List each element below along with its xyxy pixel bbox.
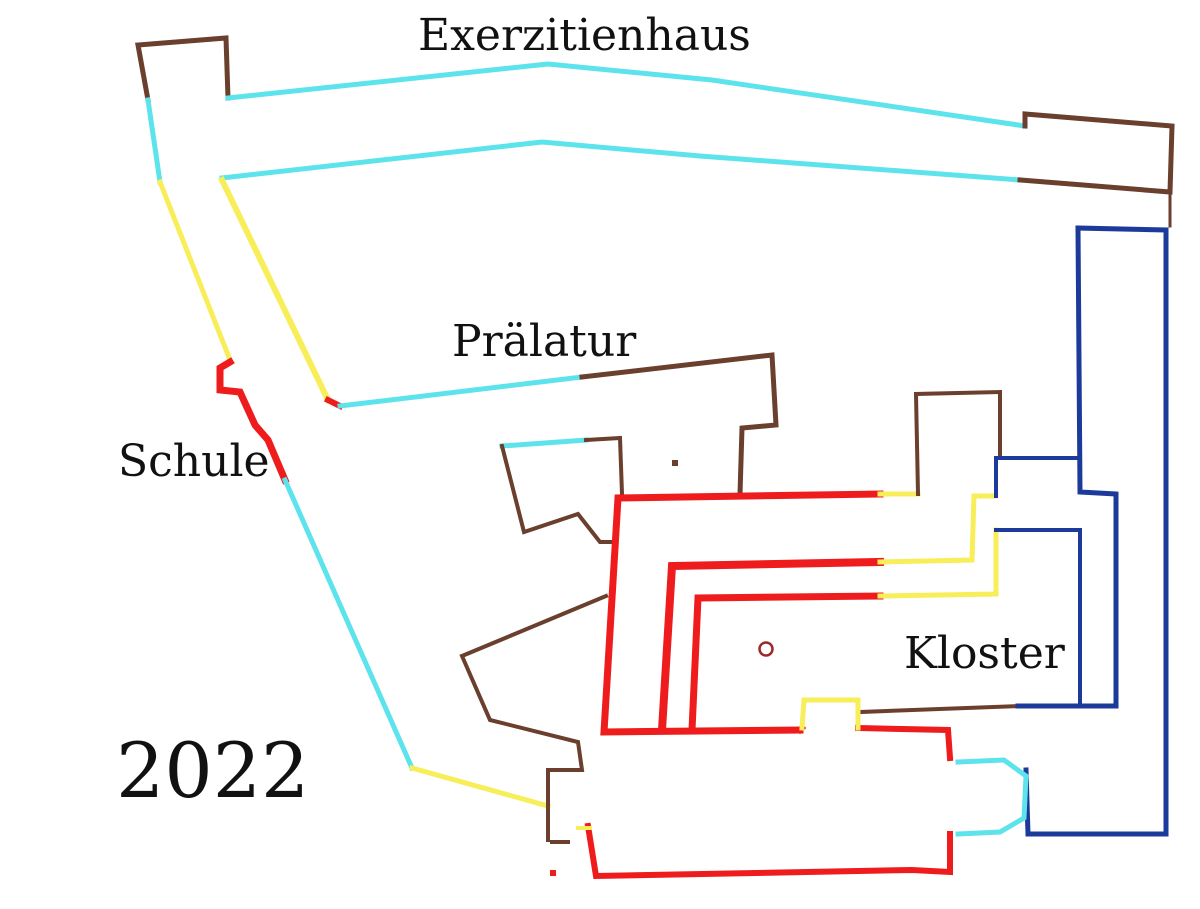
courtyard-outer-red (600, 490, 884, 736)
courtyard-inner-yellow (877, 527, 999, 599)
courtyard-marker (758, 641, 774, 657)
pralatur-annex-cyan (499, 437, 589, 449)
label-exerzitienhaus: Exerzitienhaus (418, 10, 751, 61)
church-apse-yellow (799, 697, 861, 731)
kloster-north-link (994, 456, 1082, 498)
church-south-red (584, 822, 953, 880)
courtyard-outer (600, 490, 999, 736)
kloster-connector-cyan (955, 757, 1029, 837)
exerzitienhaus-east-end-wall (1017, 111, 1175, 195)
schule-outer-cyan (281, 476, 416, 772)
west-wing (145, 97, 552, 810)
kloster-wing (955, 225, 1169, 837)
southwest-annex-brown (459, 593, 609, 842)
west-wing-inner-yellow (217, 175, 333, 405)
kloster-east-inner (1015, 225, 1119, 709)
small-red-mark (550, 870, 556, 876)
pralatur-wing (323, 352, 779, 544)
courtyard-inner-red (688, 592, 884, 734)
label-pralatur: Prälatur (452, 316, 637, 367)
exerzitienhaus-west-end-wall (135, 35, 231, 103)
label-schule: Schule (118, 436, 270, 487)
church-north-red (795, 723, 954, 762)
exerzitienhaus-wing (135, 35, 1175, 228)
small-brown-mark (672, 460, 678, 466)
pralatur-annex-brown (499, 435, 625, 544)
west-wing-outer-cyan (145, 97, 163, 185)
label-kloster: Kloster (904, 628, 1065, 679)
courtyard-middle-red (657, 557, 885, 735)
courtyard-middle-yellow (877, 493, 998, 565)
exerzitienhaus-north-wall (225, 61, 1028, 129)
exerzitienhaus-south-wall (219, 139, 1023, 183)
north-annex-brown (913, 389, 1002, 497)
west-wing-outer-yellow (156, 178, 234, 364)
label-year: 2022 (116, 726, 310, 815)
kloster-east-outer (1023, 225, 1169, 837)
pralatur-south-wall-brown (579, 352, 779, 497)
brown-structures (459, 389, 1023, 842)
church (550, 697, 954, 880)
kloster-inner-wall (994, 528, 1082, 706)
schule-lower-yellow (408, 764, 552, 810)
schule-red-section (216, 357, 290, 485)
pralatur-south-wall-cyan (337, 374, 585, 409)
kloster-south-brown (857, 703, 1023, 715)
